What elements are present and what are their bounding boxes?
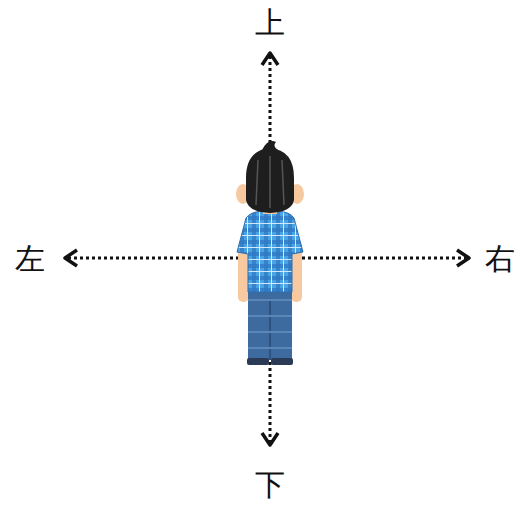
leg-gap: [269, 300, 271, 360]
hair-strands: [256, 156, 284, 208]
direction-label: 右: [485, 242, 515, 275]
plaid-shirt: [237, 211, 303, 292]
direction-label: 上: [255, 6, 285, 39]
right-shoe: [271, 358, 293, 365]
arrowhead-left: [65, 250, 77, 266]
arrowhead-up: [262, 53, 278, 65]
pants-stripes: [248, 300, 292, 348]
pants: [248, 286, 292, 360]
arrowhead-down: [262, 433, 278, 445]
direction-label: 左: [15, 242, 45, 275]
arrowhead-right: [457, 250, 469, 266]
hair: [246, 148, 294, 213]
left-shoe: [247, 358, 269, 365]
person-back-view: [236, 141, 304, 365]
direction-arrows: [65, 53, 469, 445]
direction-label: 下: [255, 468, 285, 501]
hair-tuft: [262, 141, 278, 150]
